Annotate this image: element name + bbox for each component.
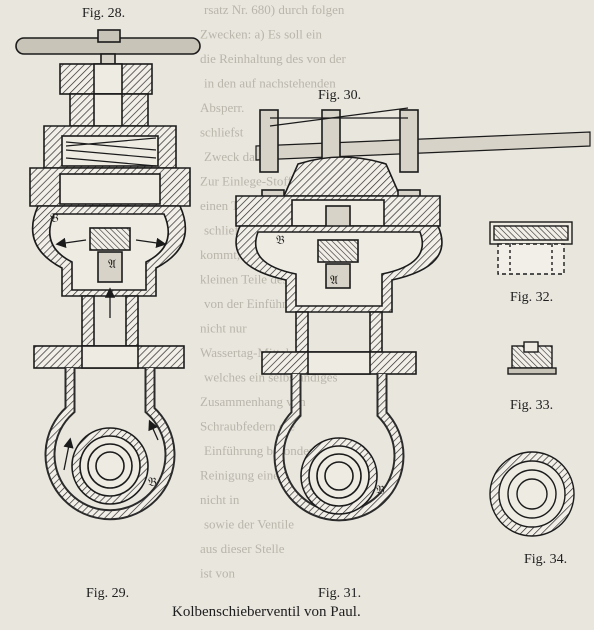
fig32-part-drawing: [489, 221, 573, 275]
fig34-part-drawing: [489, 451, 575, 537]
bleed-text-line: kleinen Teile des: [200, 272, 288, 287]
bleed-text-line: die Reinhaltung des von der: [200, 51, 347, 66]
bleed-text-line: Absperr.: [200, 100, 244, 115]
plate-caption: Kolbenschieberventil von Paul.: [172, 604, 361, 620]
bleed-text-line: von der Einführung: [204, 296, 306, 311]
fig30-label: Fig. 30.: [318, 88, 362, 103]
bleed-text-line: Zweck das: [204, 149, 260, 164]
fig32-label: Fig. 32.: [510, 290, 554, 305]
fig30-mark-b: 𝔅: [276, 233, 285, 247]
fig28-mark-b: 𝔅: [50, 211, 59, 225]
bleed-text-line: sowie der Ventile: [204, 517, 294, 532]
fig30-valve-drawing: [235, 107, 591, 522]
bleed-text-line: Einführung besonders: [204, 443, 318, 458]
bleed-text-line: Zur Einlege-Stoffe: [200, 174, 298, 189]
bleed-text-line: aus dieser Stelle: [200, 541, 285, 556]
bleed-text-line: Zusammenhang von: [200, 394, 306, 409]
fig30-mark-a: 𝔄: [330, 273, 338, 287]
fig31-label: Fig. 31.: [318, 586, 362, 601]
bleed-text-line: rsatz Nr. 680) durch folgen: [204, 2, 345, 17]
fig28-label: Fig. 28.: [82, 6, 126, 21]
fig29-mark-b: 𝔅: [148, 475, 157, 489]
bleed-text-line: nicht nur: [200, 321, 247, 336]
fig28-mark-a: 𝔄: [108, 257, 116, 271]
bleed-text-line: ist von: [200, 566, 236, 581]
fig31-mark-b: 𝔅: [376, 483, 385, 497]
bleed-text-line: Zwecken: a) Es soll ein: [200, 27, 323, 42]
fig33-label: Fig. 33.: [510, 398, 554, 413]
bleed-text-line: Reinigung einer: [200, 468, 284, 483]
fig29-label: Fig. 29.: [86, 586, 130, 601]
bleed-text-line: in den auf nachstehenden: [204, 76, 336, 91]
bleed-text-line: schliefst: [200, 125, 244, 140]
fig34-label: Fig. 34.: [524, 552, 568, 567]
fig33-part-drawing: [507, 341, 557, 375]
fig28-valve-drawing: [15, 29, 201, 521]
bleed-text-line: nicht in: [200, 492, 240, 507]
bleed-text-line: Schraubfedern die: [200, 419, 295, 434]
